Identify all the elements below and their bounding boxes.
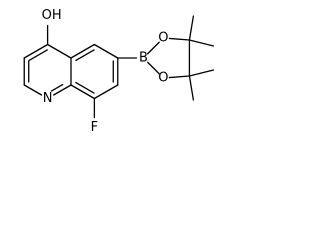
bond [23,84,43,96]
double-bond-inner [28,49,48,62]
methyl-bond [188,15,195,41]
bond [93,43,119,59]
oxygen-bottom-label: O [158,71,168,86]
molecule-diagram: OH N F BO O [23,8,215,135]
double-bond-inner [50,83,64,92]
double-bond-inner [75,49,95,62]
hydroxyl-label: OH [42,8,62,23]
nitrogen-label: N [43,91,53,106]
bond [70,43,96,59]
bond [70,84,96,100]
boron-label: B [139,51,148,66]
bond [93,84,119,100]
bond [46,43,72,59]
methyl-bond [188,75,195,101]
methyl-bond [188,69,215,77]
fluorine-label: F [91,120,98,135]
bond [147,61,160,75]
bond [168,75,191,79]
bond [53,84,72,96]
oxygen-top-label: O [158,31,168,46]
methyl-bond [188,39,215,47]
bond [168,37,191,41]
bond [23,43,49,59]
bond [147,41,160,55]
double-bond-inner [75,81,95,94]
